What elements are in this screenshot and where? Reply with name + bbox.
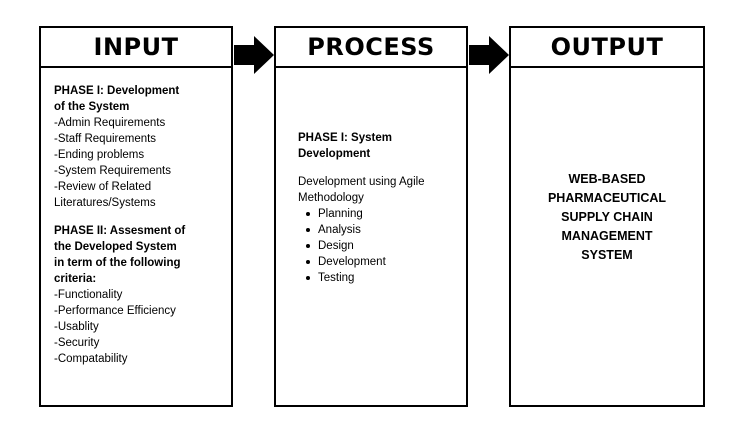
phase1-item: -Admin Requirements bbox=[54, 117, 166, 129]
phase2-title-line: in term of the following bbox=[54, 257, 181, 269]
phase1-item: -Staff Requirements bbox=[54, 133, 157, 145]
process-step: Planning bbox=[298, 206, 463, 222]
process-description: Development using Agile Methodology bbox=[298, 174, 463, 206]
phase2-item: -Security bbox=[54, 337, 100, 349]
process-step: Development bbox=[298, 254, 463, 270]
phase1-item: -Review of Related bbox=[54, 181, 152, 193]
phase1-item: -System Requirements bbox=[54, 165, 171, 177]
process-header: PROCESS bbox=[276, 28, 466, 68]
phase2-item: -Functionality bbox=[54, 289, 123, 301]
process-step: Analysis bbox=[298, 222, 463, 238]
process-box: PROCESS PHASE I: System Development Deve… bbox=[274, 26, 468, 407]
output-box: OUTPUT WEB-BASED PHARMACEUTICAL SUPPLY C… bbox=[509, 26, 705, 407]
phase2-item: -Usablity bbox=[54, 321, 99, 333]
phase2-item: -Compatability bbox=[54, 353, 128, 365]
phase2-title-line: PHASE II: Assesment of bbox=[54, 225, 186, 237]
input-header: INPUT bbox=[41, 28, 231, 68]
phase2-title-line: the Developed System bbox=[54, 241, 177, 253]
process-description-line: Methodology bbox=[298, 192, 364, 204]
input-box: INPUT PHASE I: Development of the System… bbox=[39, 26, 233, 407]
process-description-line: Development using Agile bbox=[298, 176, 425, 188]
phase1-title: PHASE I: Development of the System bbox=[54, 83, 224, 115]
arrow-right-icon bbox=[469, 36, 509, 74]
phase2-item: -Performance Efficiency bbox=[54, 305, 176, 317]
output-line: PHARMACEUTICAL bbox=[547, 191, 667, 205]
output-line: SUPPLY CHAIN bbox=[561, 210, 653, 224]
process-content: PHASE I: System Development Development … bbox=[298, 130, 463, 286]
phase2-title-line: criteria: bbox=[54, 273, 97, 285]
phase1-title-line: of the System bbox=[54, 101, 130, 113]
phase1-list: -Admin Requirements -Staff Requirements … bbox=[54, 115, 224, 211]
phase1-item: Literatures/Systems bbox=[54, 197, 156, 209]
process-phase-title: PHASE I: System Development bbox=[298, 130, 463, 162]
arrow-right-icon bbox=[234, 36, 274, 74]
process-phase-title-line: Development bbox=[298, 148, 371, 160]
process-phase-title-line: PHASE I: System bbox=[298, 132, 392, 144]
phase1-item: -Ending problems bbox=[54, 149, 145, 161]
input-content: PHASE I: Development of the System -Admi… bbox=[54, 83, 224, 367]
phase2-title: PHASE II: Assesment of the Developed Sys… bbox=[54, 223, 224, 287]
output-content: WEB-BASED PHARMACEUTICAL SUPPLY CHAIN MA… bbox=[511, 170, 703, 265]
process-steps-list: Planning Analysis Design Development Tes… bbox=[298, 206, 463, 286]
process-step: Testing bbox=[298, 270, 463, 286]
phase2-list: -Functionality -Performance Efficiency -… bbox=[54, 287, 224, 367]
output-line: SYSTEM bbox=[581, 248, 633, 262]
output-line: WEB-BASED bbox=[568, 172, 646, 186]
process-step: Design bbox=[298, 238, 463, 254]
phase1-title-line: PHASE I: Development bbox=[54, 85, 180, 97]
output-line: MANAGEMENT bbox=[561, 229, 653, 243]
output-header: OUTPUT bbox=[511, 28, 703, 68]
